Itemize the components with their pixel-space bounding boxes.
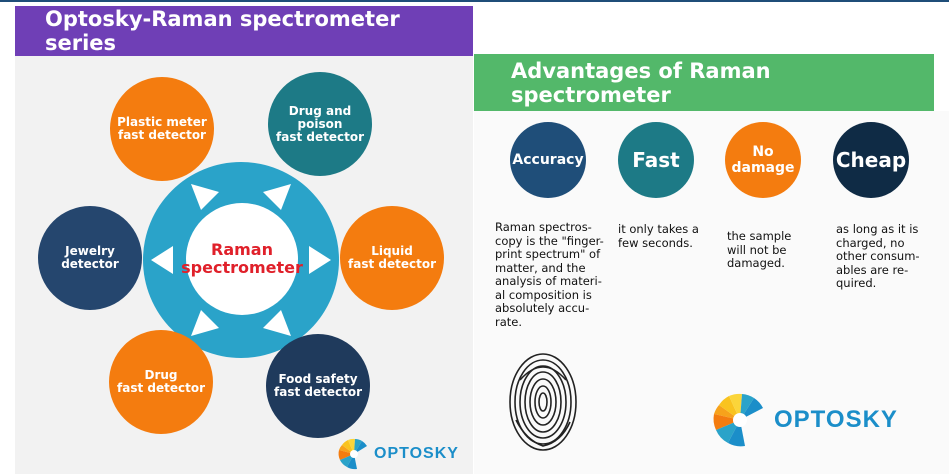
logo-wordmark-left: OPTOSKY bbox=[374, 445, 459, 462]
advantage-accuracy: Accuracy bbox=[510, 122, 586, 198]
left-title-text: Optosky-Raman spectrometer series bbox=[45, 7, 400, 55]
advantage-fast-label: Fast bbox=[632, 148, 680, 172]
accuracy-description: Raman spectros- copy is the "finger- pri… bbox=[495, 220, 604, 329]
node-food-safety-label: Food safety fast detector bbox=[274, 372, 362, 399]
cheap-description: as long as it is charged, no other consu… bbox=[836, 222, 920, 290]
node-drug-poison: Drug and poison fast detector bbox=[268, 72, 372, 176]
right-section-title: Advantages of Raman spectrometer bbox=[474, 54, 934, 111]
hub-arrows bbox=[151, 184, 331, 336]
hub-label: Raman spectrometer bbox=[181, 240, 303, 277]
hub-center: Raman spectrometer bbox=[181, 203, 303, 315]
advantage-fast: Fast bbox=[618, 122, 694, 198]
sunburst-icon bbox=[338, 438, 367, 470]
advantage-accuracy-label: Accuracy bbox=[512, 152, 584, 168]
node-jewelry: Jewelry detector bbox=[38, 206, 142, 310]
node-drug-label: Drug fast detector bbox=[117, 368, 205, 395]
top-border-line bbox=[0, 0, 949, 2]
advantage-no-damage-label: No damage bbox=[731, 144, 795, 176]
node-jewelry-label: Jewelry detector bbox=[61, 244, 119, 271]
node-plastic-meter: Plastic meter fast detector bbox=[110, 77, 214, 181]
optosky-logo-left: OPTOSKY bbox=[337, 437, 459, 471]
fingerprint-icon bbox=[509, 353, 577, 451]
no-damage-description: the sample will not be damaged. bbox=[727, 229, 792, 270]
logo-wordmark-right: OPTOSKY bbox=[774, 406, 898, 433]
left-section-title: Optosky-Raman spectrometer series bbox=[15, 6, 473, 56]
advantage-cheap: Cheap bbox=[833, 122, 909, 198]
node-liquid: Liquid fast detector bbox=[340, 206, 444, 310]
advantage-cheap-label: Cheap bbox=[835, 148, 907, 172]
node-plastic-meter-label: Plastic meter fast detector bbox=[117, 115, 207, 142]
node-liquid-label: Liquid fast detector bbox=[348, 244, 436, 271]
optosky-logo-right: OPTOSKY bbox=[712, 392, 898, 448]
fast-description: it only takes a few seconds. bbox=[618, 222, 699, 250]
node-drug-poison-label: Drug and poison fast detector bbox=[276, 103, 364, 144]
right-title-text: Advantages of Raman spectrometer bbox=[511, 58, 771, 107]
sunburst-icon bbox=[713, 393, 763, 447]
advantage-no-damage: No damage bbox=[725, 122, 801, 198]
node-drug: Drug fast detector bbox=[109, 330, 213, 434]
node-food-safety: Food safety fast detector bbox=[266, 334, 370, 438]
